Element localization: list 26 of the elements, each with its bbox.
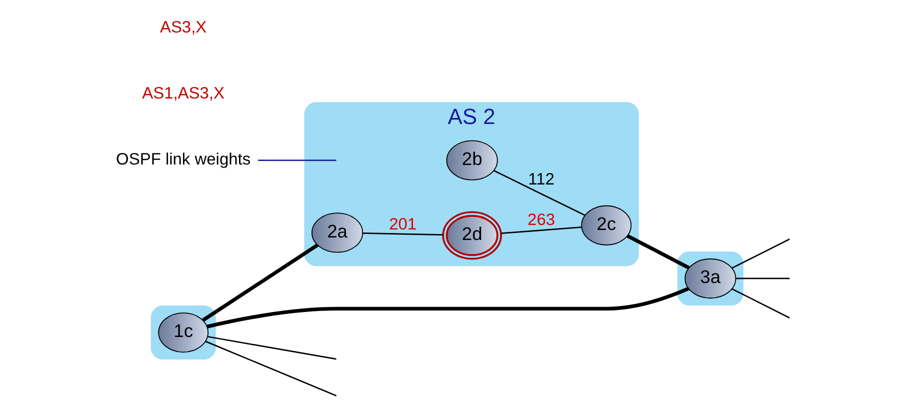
connector xyxy=(626,234,690,270)
connector xyxy=(205,340,337,396)
node-text: OSPF link weights xyxy=(116,150,251,168)
connector xyxy=(206,286,690,328)
node-ellipse: 2d xyxy=(442,211,502,260)
edge-label: 112 xyxy=(528,170,554,189)
node-ellipse: 2b xyxy=(446,140,498,180)
connector xyxy=(493,170,586,216)
node-ellipse: 2a xyxy=(312,212,364,253)
cluster xyxy=(677,251,744,306)
node-ellipse: 1c xyxy=(158,312,208,353)
connector xyxy=(736,278,790,280)
connector xyxy=(732,238,790,269)
connector xyxy=(208,336,336,360)
cluster xyxy=(150,306,216,360)
label: AS3,X xyxy=(160,18,207,36)
connector xyxy=(732,288,790,318)
connector xyxy=(501,226,582,234)
label: AS1,AS3,X xyxy=(142,84,225,102)
edge-label: 201 xyxy=(389,215,417,234)
connector xyxy=(202,244,319,322)
edge-label: 263 xyxy=(528,210,556,229)
node-ellipse: 3a xyxy=(684,258,736,299)
connector xyxy=(362,232,444,236)
node-ellipse: 2c xyxy=(581,205,632,246)
connector xyxy=(258,160,336,162)
